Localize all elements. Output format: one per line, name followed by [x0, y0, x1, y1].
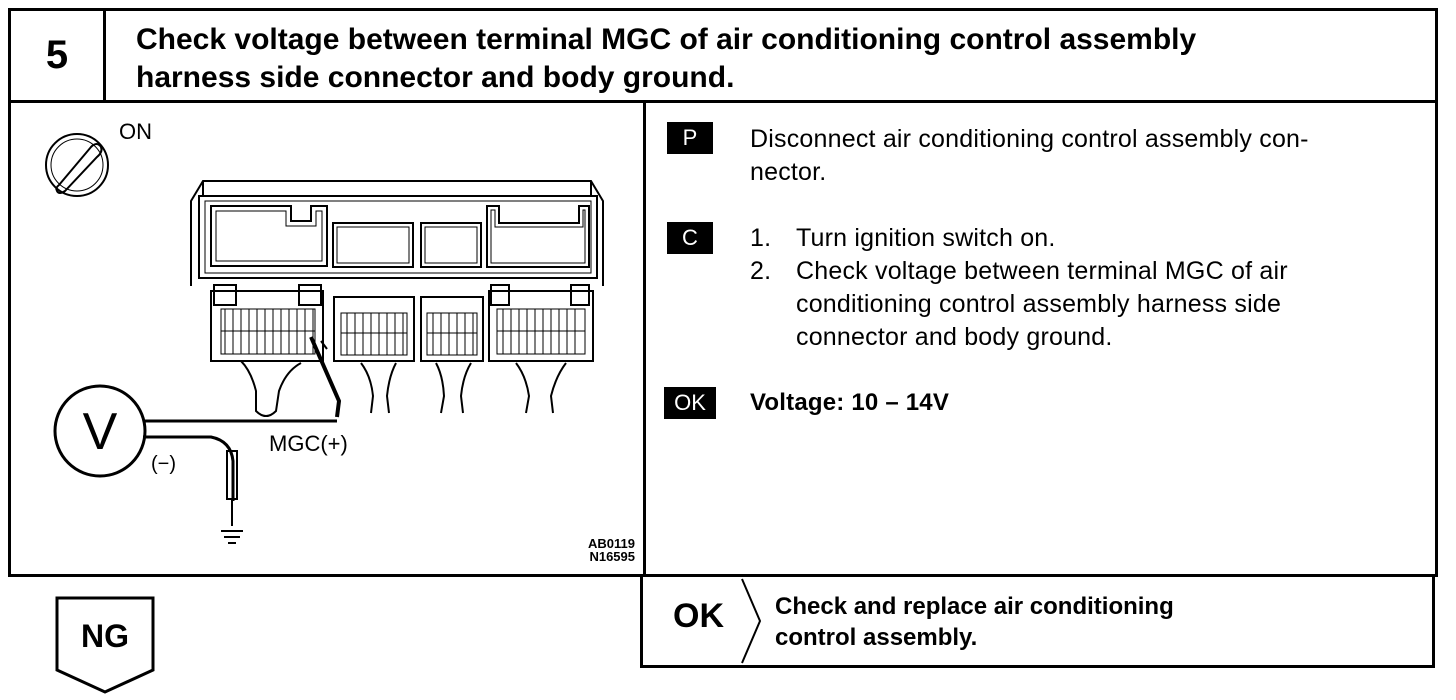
check-instructions: 1. Turn ignition switch on. 2. Check vol…	[750, 222, 1430, 362]
ok-result-box: OK Check and replace air conditioning co…	[640, 577, 1435, 668]
instructions-panel: P Disconnect air conditioning control as…	[646, 101, 1441, 574]
probe-positive-label: MGC(+)	[269, 431, 348, 456]
check-step-2-line-2: conditioning control assembly harness si…	[796, 290, 1282, 318]
step-title-line-2: harness side connector and body ground.	[136, 61, 735, 94]
prepare-instruction: Disconnect air conditioning control asse…	[750, 123, 1430, 189]
ok-badge: OK	[664, 387, 716, 419]
ok-action-line-1: Check and replace air conditioning	[775, 593, 1174, 620]
connector-diagram: V	[45, 133, 604, 544]
check-badge: C	[667, 222, 713, 254]
probe-positive-wire	[143, 336, 342, 423]
ref-code-1: AB0119	[588, 536, 635, 551]
ok-result-label: OK	[673, 597, 724, 635]
voltmeter-symbol: V	[83, 403, 118, 461]
check-step-2-line-3: connector and body ground.	[796, 323, 1113, 351]
ground-icon	[221, 530, 243, 544]
column-divider	[643, 101, 646, 577]
ref-code-2: N16595	[589, 549, 635, 564]
check-step-1: Turn ignition switch on.	[796, 224, 1056, 252]
step-title-line-1: Check voltage between terminal MGC of ai…	[136, 23, 1197, 56]
ignition-label: ON	[119, 119, 152, 144]
ignition-key-icon	[45, 133, 109, 197]
figure-reference-codes: AB0119 N16595	[551, 537, 635, 563]
ng-label: NG	[81, 618, 129, 654]
connector-icon	[190, 180, 604, 417]
step-body: V ON MGC(+) (−) AB0119 N16595 P Disconne…	[8, 101, 1438, 577]
prepare-line-1: Disconnect air conditioning control asse…	[750, 125, 1309, 153]
ok-chevron-icon	[741, 578, 762, 664]
probe-negative-label: (−)	[151, 453, 176, 475]
probe-negative-wire	[143, 435, 238, 526]
step-title: Check voltage between terminal MGC of ai…	[136, 21, 1426, 97]
ng-result-box: NG	[55, 596, 155, 694]
step-header: 5 Check voltage between terminal MGC of …	[8, 8, 1438, 103]
voltmeter-icon: V	[53, 384, 147, 478]
check-step-2-number: 2.	[750, 257, 772, 285]
prepare-line-2: nector.	[750, 158, 827, 186]
check-step-2-line-1: Check voltage between terminal MGC of ai…	[796, 257, 1288, 285]
step-number: 5	[11, 11, 106, 100]
check-step-1-number: 1.	[750, 224, 772, 252]
wiring-figure: V ON MGC(+) (−) AB0119 N16595	[11, 101, 643, 574]
ng-arrow-shape	[55, 596, 155, 694]
prepare-badge: P	[667, 122, 713, 154]
ok-criteria: Voltage: 10 – 14V	[750, 389, 950, 416]
ok-action: Check and replace air conditioning contr…	[775, 591, 1174, 653]
ok-action-line-2: control assembly.	[775, 624, 978, 651]
